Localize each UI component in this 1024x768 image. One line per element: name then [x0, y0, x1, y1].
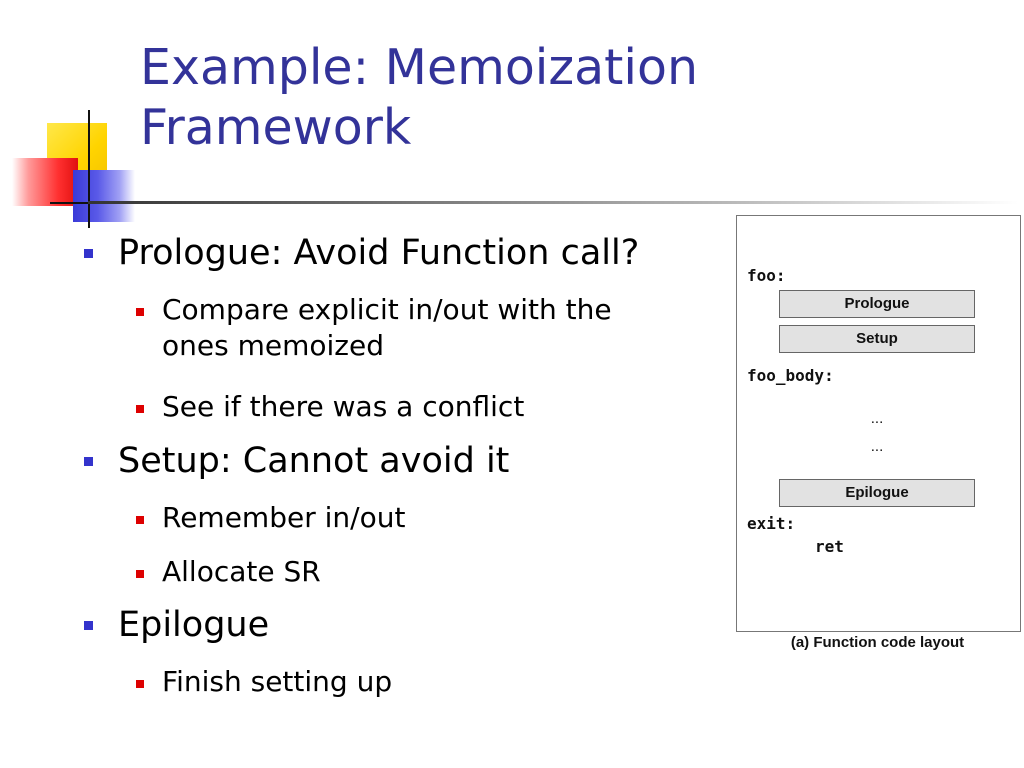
- sub-bullet-allocate: Allocate SR: [136, 554, 732, 590]
- title-underline-rule: [88, 201, 1018, 204]
- prologue-block: Prologue: [779, 290, 975, 318]
- label-foo-body: foo_body:: [747, 366, 834, 385]
- sub-bullet-marker: [136, 680, 144, 688]
- figure-caption: (a) Function code layout: [790, 634, 965, 651]
- label-foo: foo:: [747, 266, 786, 285]
- label-exit: exit:: [747, 514, 796, 533]
- bullet-text: Prologue: Avoid Function call?: [118, 233, 640, 273]
- bullet-epilogue: Epilogue: [84, 605, 270, 645]
- ellipsis-2: ...: [870, 438, 884, 455]
- slide-title: Example: Memoization Framework: [140, 38, 1000, 158]
- sub-bullet-conflict: See if there was a conflict: [136, 389, 732, 425]
- decorative-red-square: [12, 158, 78, 206]
- sub-bullet-marker: [136, 516, 144, 524]
- sub-bullet-marker: [136, 405, 144, 413]
- bullet-text: Epilogue: [118, 605, 270, 645]
- decorative-vertical-line: [88, 110, 90, 228]
- slide-title-line-2: Framework: [140, 99, 412, 156]
- sub-bullet-text: Finish setting up: [162, 665, 393, 698]
- sub-bullet-text: Allocate SR: [162, 555, 321, 588]
- bullet-setup: Setup: Cannot avoid it: [84, 441, 510, 481]
- bullet-list: Prologue: Avoid Function call? Compare e…: [84, 233, 732, 700]
- sub-bullet-marker: [136, 570, 144, 578]
- sub-bullet-compare: Compare explicit in/out with the ones me…: [136, 292, 732, 364]
- bullet-marker: [84, 249, 93, 258]
- bullet-prologue: Prologue: Avoid Function call?: [84, 233, 640, 273]
- sub-bullet-finish: Finish setting up: [136, 664, 732, 700]
- epilogue-block: Epilogue: [779, 479, 975, 507]
- sub-bullet-text: Compare explicit in/out with the ones me…: [162, 293, 612, 362]
- sub-bullet-marker: [136, 308, 144, 316]
- bullet-marker: [84, 457, 93, 466]
- sub-bullet-text: Remember in/out: [162, 501, 406, 534]
- sub-bullet-remember: Remember in/out: [136, 500, 732, 536]
- decorative-blue-square: [73, 170, 135, 222]
- function-code-layout-figure: foo: Prologue Setup foo_body: ... ... Ep…: [736, 215, 1021, 632]
- slide-title-line-1: Example: Memoization: [140, 39, 699, 96]
- instruction-ret: ret: [815, 537, 844, 556]
- setup-block: Setup: [779, 325, 975, 353]
- bullet-marker: [84, 621, 93, 630]
- bullet-text: Setup: Cannot avoid it: [118, 441, 510, 481]
- ellipsis-1: ...: [870, 410, 884, 427]
- sub-bullet-text: See if there was a conflict: [162, 390, 525, 423]
